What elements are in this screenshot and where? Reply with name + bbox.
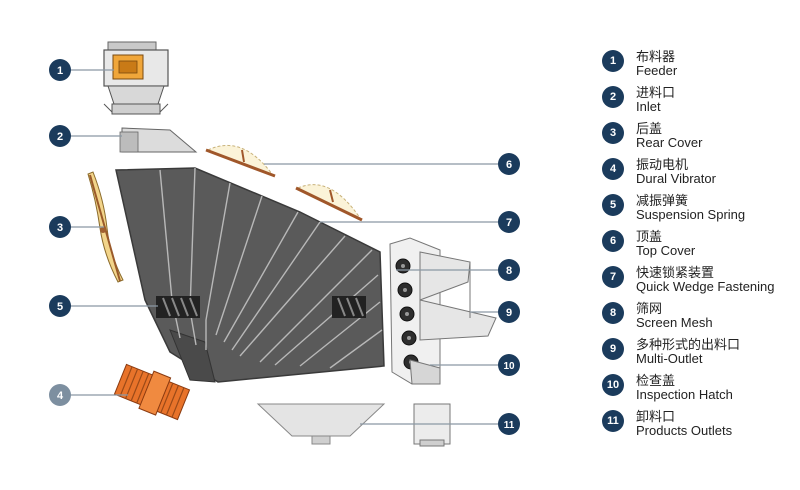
suspension-spring	[156, 296, 366, 318]
products-outlet	[256, 403, 451, 447]
legend-label-en: Inlet	[636, 99, 661, 114]
legend-number: 11	[602, 410, 624, 432]
leader-lines	[70, 69, 498, 425]
svg-text:6: 6	[506, 159, 512, 171]
legend-number: 1	[602, 50, 624, 72]
legend-label-en: Suspension Spring	[636, 207, 746, 222]
feeder-unit	[103, 41, 169, 115]
legend-number: 8	[602, 302, 624, 324]
legend-label-en: Inspection Hatch	[636, 387, 733, 402]
legend-label-en: Feeder	[636, 63, 678, 78]
callout-4: 4	[49, 384, 71, 406]
legend-label-en: Dural Vibrator	[636, 171, 716, 186]
legend-label-zh: 进料口	[636, 86, 676, 101]
svg-text:11: 11	[504, 420, 515, 431]
callout-8: 8	[498, 259, 520, 281]
legend-label-zh: 减振弹簧	[636, 194, 689, 209]
legend-label-en: Top Cover	[636, 243, 696, 258]
callout-1: 1	[49, 59, 71, 81]
svg-text:7: 7	[506, 217, 512, 229]
rear-cover	[87, 171, 124, 283]
legend-label-zh: 检查盖	[636, 374, 676, 389]
svg-text:4: 4	[57, 390, 64, 402]
svg-text:5: 5	[57, 301, 63, 313]
callout-7: 7	[498, 211, 520, 233]
top-cover	[205, 144, 363, 222]
legend-label-zh: 布料器	[636, 50, 676, 65]
callout-2: 2	[49, 125, 71, 147]
legend-label-zh: 筛网	[636, 302, 663, 317]
legend-label-zh: 多种形式的出料口	[636, 338, 741, 353]
legend-number: 7	[602, 266, 624, 288]
multi-outlet	[419, 251, 497, 341]
legend-label-en: Screen Mesh	[636, 315, 713, 330]
callout-9: 9	[498, 301, 520, 323]
legend-label-zh: 后盖	[636, 122, 663, 137]
svg-text:3: 3	[57, 222, 63, 234]
legend-number: 4	[602, 158, 624, 180]
callout-10: 10	[498, 354, 520, 376]
dural-vibrator	[113, 363, 191, 421]
legend-label-zh: 快速锁紧装置	[636, 266, 715, 281]
legend-label-en: Quick Wedge Fastening	[636, 279, 775, 294]
legend-label-zh: 振动电机	[636, 158, 689, 173]
legend-label-en: Rear Cover	[636, 135, 703, 150]
inlet	[119, 127, 198, 153]
callout-11: 11	[498, 413, 520, 435]
svg-text:9: 9	[506, 307, 512, 319]
legend-number: 2	[602, 86, 624, 108]
svg-text:1: 1	[57, 65, 63, 77]
svg-text:8: 8	[506, 265, 512, 277]
legend-label-zh: 卸料口	[636, 410, 676, 425]
legend-number: 6	[602, 230, 624, 252]
legend-number: 10	[602, 374, 624, 396]
callout-6: 6	[498, 153, 520, 175]
legend-number: 3	[602, 122, 624, 144]
svg-text:10: 10	[503, 361, 515, 372]
svg-text:2: 2	[57, 131, 63, 143]
legend-label-en: Products Outlets	[636, 423, 733, 438]
callout-3: 3	[49, 216, 71, 238]
legend-label-zh: 顶盖	[636, 230, 663, 245]
legend-number: 5	[602, 194, 624, 216]
legend-label-en: Multi-Outlet	[636, 351, 703, 366]
screen-body	[115, 167, 385, 383]
legend-number: 9	[602, 338, 624, 360]
callout-5: 5	[49, 295, 71, 317]
